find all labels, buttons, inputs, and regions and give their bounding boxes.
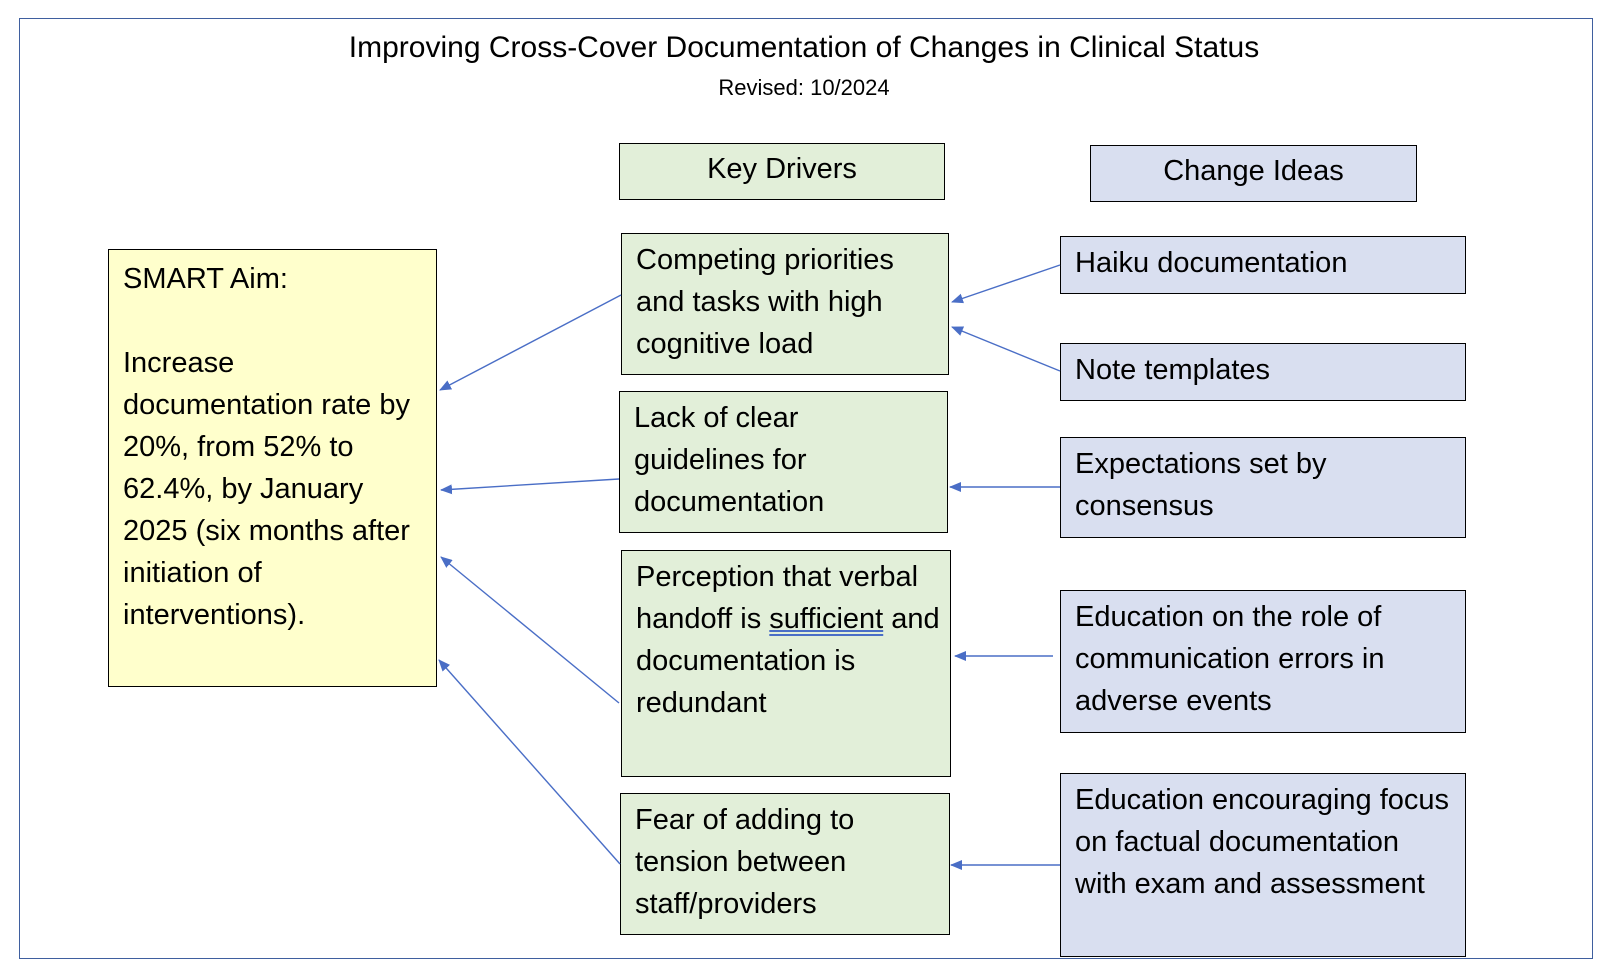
driver-text-part: and documentation is redundant: [636, 603, 948, 719]
driver-verbal-handoff-sufficient: Perception that verbal handoff is suffic…: [621, 550, 951, 777]
idea-text: Note templates: [1075, 354, 1271, 386]
revision-date: Revised: 10/2024: [718, 75, 890, 100]
idea-text: Education on the role of communication e…: [1075, 601, 1393, 717]
change-ideas-header-label: Change Ideas: [1163, 155, 1344, 187]
key-drivers-header-label: Key Drivers: [707, 153, 857, 185]
diagram-frame: [19, 18, 1593, 959]
key-drivers-header: Key Drivers: [619, 143, 945, 200]
smart-aim-text: Increase documentation rate by 20%, from…: [123, 347, 419, 631]
change-ideas-header: Change Ideas: [1090, 145, 1417, 202]
smart-aim-box: SMART Aim: Increase documentation rate b…: [108, 249, 437, 687]
driver-text: Fear of adding to tension between staff/…: [635, 804, 863, 920]
driver-fear-of-tension: Fear of adding to tension between staff/…: [620, 793, 950, 935]
driver-text-part: Perception that verbal handoff is: [636, 561, 927, 635]
driver-competing-priorities: Competing priorities and tasks with high…: [621, 233, 949, 375]
idea-text: Education encouraging focus on factual d…: [1075, 784, 1458, 900]
idea-haiku-documentation: Haiku documentation: [1060, 236, 1466, 294]
driver-text-emphasis: sufficient: [769, 603, 884, 635]
idea-education-communication-errors: Education on the role of communication e…: [1060, 590, 1466, 733]
driver-text: Perception that verbal handoff is suffic…: [636, 556, 940, 724]
smart-aim-label: SMART Aim:: [123, 263, 288, 295]
driver-lack-of-guidelines: Lack of clear guidelines for documentati…: [619, 391, 948, 533]
idea-note-templates: Note templates: [1060, 343, 1466, 401]
idea-text: Haiku documentation: [1075, 247, 1348, 279]
idea-expectations-consensus: Expectations set by consensus: [1060, 437, 1466, 538]
idea-education-factual-documentation: Education encouraging focus on factual d…: [1060, 773, 1466, 957]
driver-text: Competing priorities and tasks with high…: [636, 244, 902, 360]
diagram-title: Improving Cross-Cover Documentation of C…: [348, 31, 1260, 64]
idea-text: Expectations set by consensus: [1075, 448, 1335, 522]
driver-text: Lack of clear guidelines for documentati…: [634, 402, 825, 518]
